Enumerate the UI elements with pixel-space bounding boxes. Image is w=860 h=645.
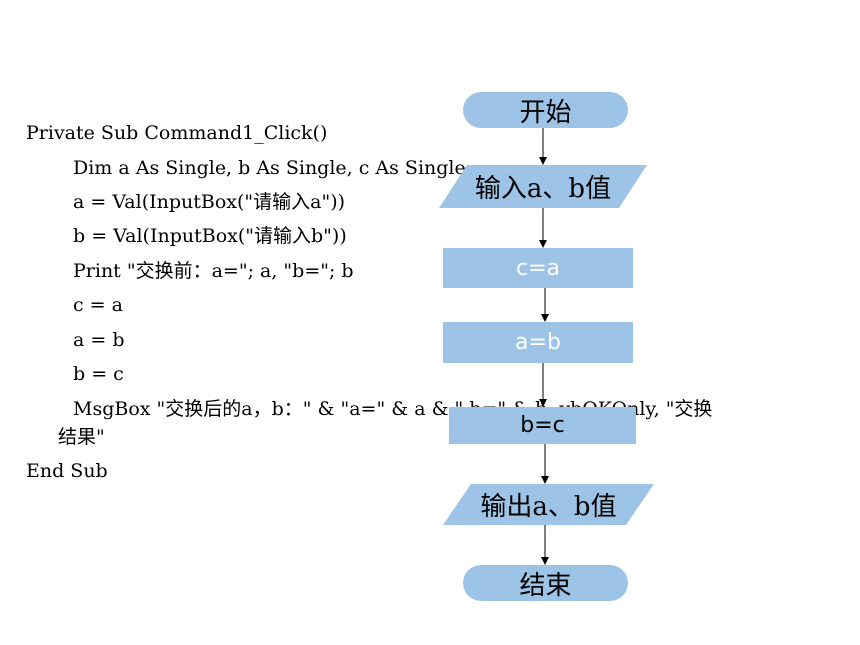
code-line-2: Dim a As Single, b As Single, c As Singl… <box>73 157 466 179</box>
code-line-11: End Sub <box>26 460 108 482</box>
input-label: 输入a、b值 <box>474 174 612 204</box>
start-label: 开始 <box>519 97 572 128</box>
output-parallelogram <box>443 484 654 525</box>
code-line-6: c = a <box>73 294 123 316</box>
step1-label: c=a <box>515 255 560 281</box>
end-terminator <box>463 565 628 601</box>
code-line-3: a = Val(InputBox("请输入a")) <box>73 191 346 213</box>
end-label: 结束 <box>519 570 572 601</box>
code-line-4: b = Val(InputBox("请输入b")) <box>73 225 347 247</box>
code-line-8: b = c <box>73 363 124 385</box>
code-line-7: a = b <box>73 329 125 351</box>
process-box-a-equals-b <box>443 322 633 363</box>
output-label: 输出a、b值 <box>480 492 617 522</box>
code-line-10: 结果" <box>58 426 105 448</box>
code-line-5: Print "交换前：a="; a, "b="; b <box>73 260 354 282</box>
process-box-b-equals-c <box>449 407 636 444</box>
step3-label: b=c <box>520 413 565 438</box>
process-box-c-equals-a <box>443 248 633 288</box>
start-terminator <box>463 92 628 128</box>
input-parallelogram <box>439 165 647 208</box>
code-line-1: Private Sub Command1_Click() <box>26 122 328 144</box>
step2-label: a=b <box>515 330 561 355</box>
